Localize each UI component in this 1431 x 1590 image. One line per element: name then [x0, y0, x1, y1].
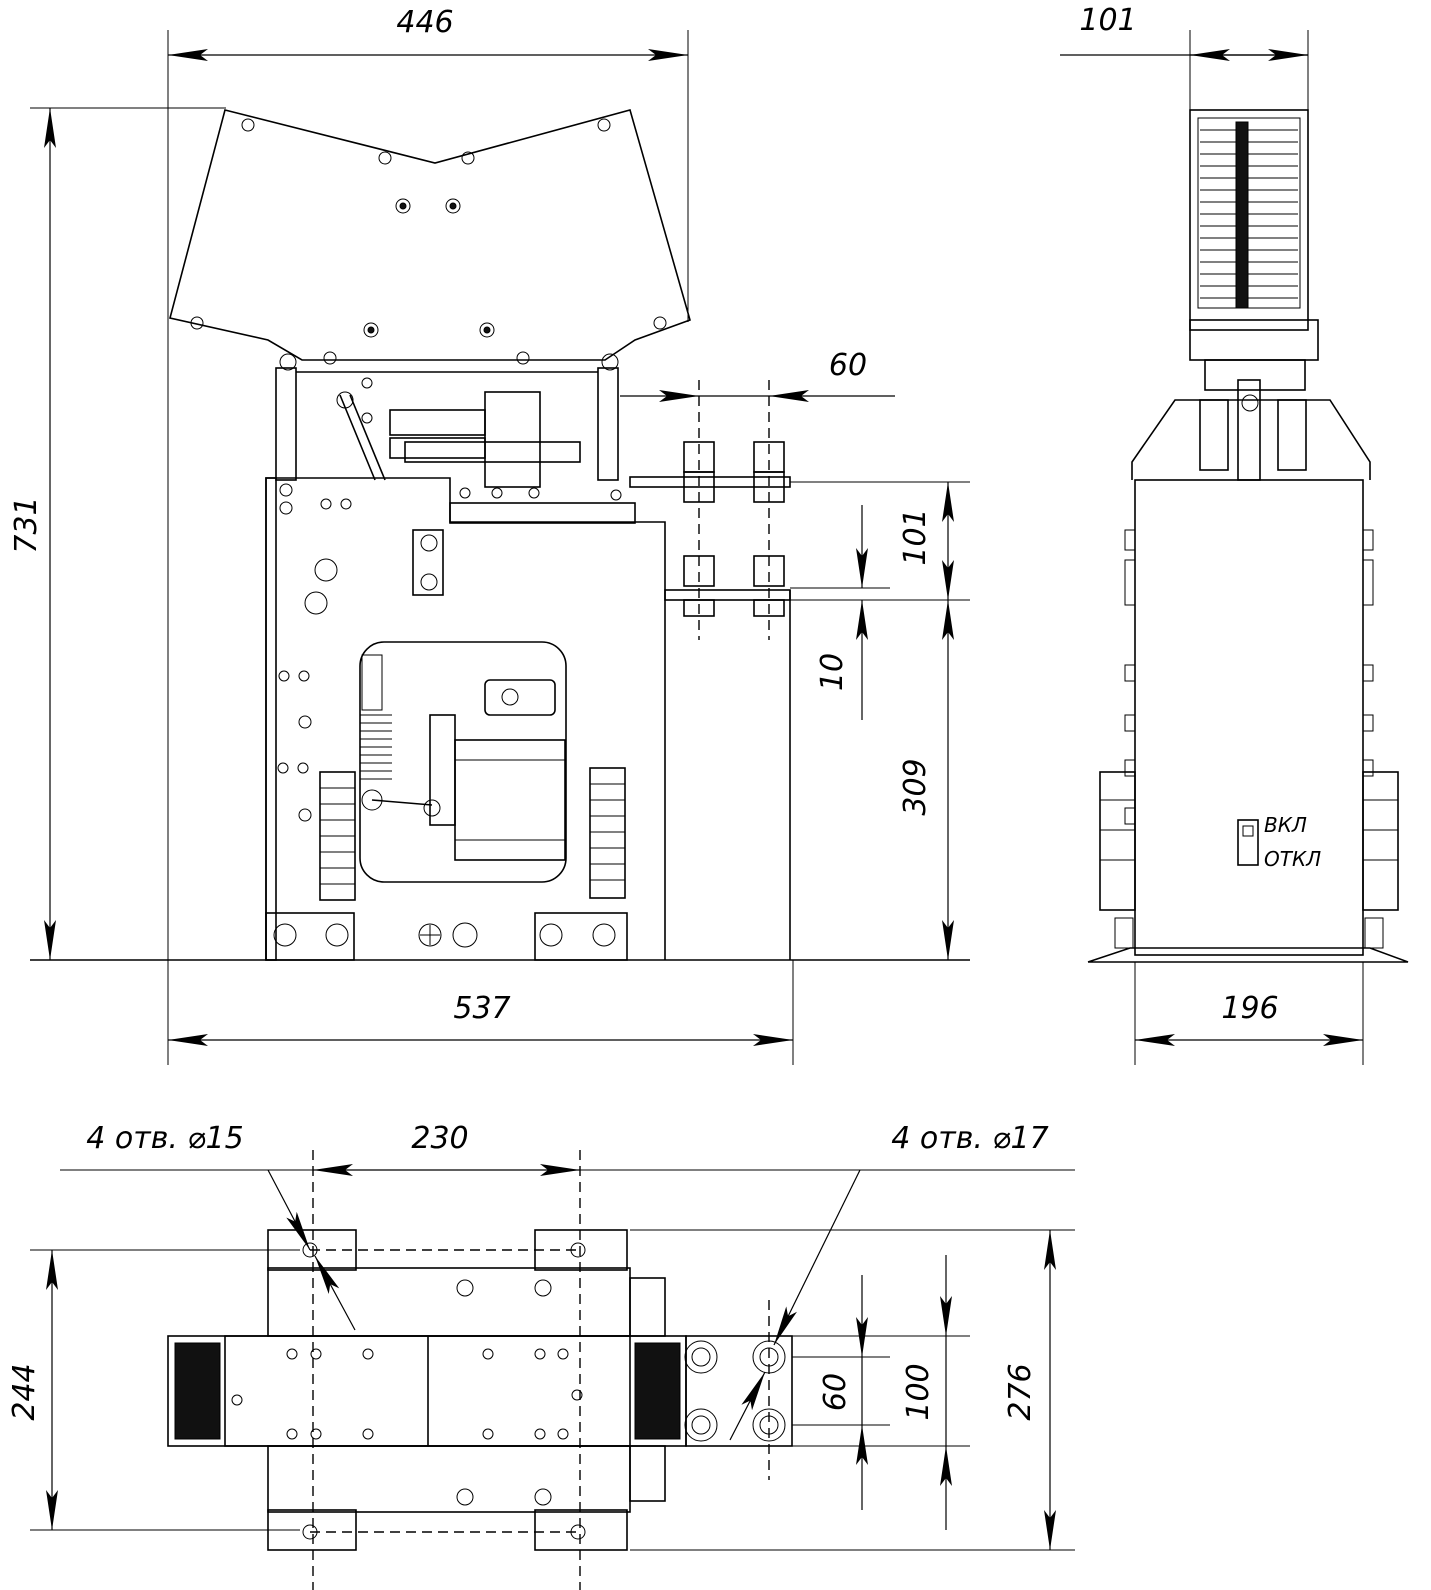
upper-assembly — [267, 1267, 631, 1337]
terminal-plate — [685, 1335, 793, 1447]
plan-terminals — [684, 1340, 786, 1442]
chute-fins — [1200, 121, 1298, 309]
dim-276: 276 — [1003, 1363, 1038, 1420]
plan-dimensions: 230 4 отв. ⌀15 4 отв. ⌀17 244 60 100 276 — [7, 1121, 1075, 1551]
left-bracket — [275, 367, 297, 481]
base-plate-right — [534, 912, 628, 961]
arc-plate-right — [634, 1342, 681, 1440]
switch-off-label: ОТКЛ — [1264, 847, 1321, 871]
plan-view — [167, 1150, 793, 1590]
dim-60-plan: 60 — [818, 1373, 853, 1411]
front-dimensions: 446 731 60 101 10 309 537 — [9, 5, 970, 1065]
base-plate-left — [265, 912, 355, 961]
arc-chute — [169, 109, 691, 361]
body-holes — [277, 483, 352, 822]
dim-100: 100 — [901, 1363, 936, 1420]
plan-body — [167, 1335, 687, 1447]
dim-196: 196 — [1221, 991, 1278, 1026]
dim-309: 309 — [898, 758, 933, 815]
coil — [454, 739, 566, 861]
side-terminal-right — [1362, 771, 1399, 911]
terminal-block-left — [319, 771, 356, 901]
side-terminal-left — [1099, 771, 1136, 911]
arc-chute-side — [1189, 109, 1309, 331]
dim-101-front: 101 — [898, 508, 933, 565]
contact-block — [484, 391, 541, 488]
busbar-upper — [629, 476, 791, 488]
dim-230: 230 — [411, 1121, 468, 1156]
dim-244: 244 — [7, 1363, 42, 1420]
dim-60-front: 60 — [829, 348, 867, 383]
arc-plate-left — [174, 1342, 221, 1440]
side-screws — [1124, 529, 1374, 825]
front-view — [30, 109, 970, 961]
dim-10: 10 — [815, 653, 850, 691]
on-off-switch — [1237, 819, 1259, 866]
dim-537: 537 — [453, 991, 510, 1026]
switch-on-label: ВКЛ — [1264, 813, 1307, 837]
chute-screws — [190, 118, 667, 371]
terminal-block-right — [589, 767, 626, 899]
busbar-lower — [664, 589, 791, 601]
main-body-side — [1134, 479, 1364, 956]
right-bracket — [597, 367, 619, 481]
side-dimensions: 101 196 — [1060, 3, 1364, 1065]
dim-731: 731 — [9, 496, 44, 553]
plan-holes — [231, 1242, 586, 1540]
dim-446: 446 — [396, 5, 453, 40]
side-view: ВКЛ ОТКЛ — [1087, 109, 1409, 963]
coil-window — [359, 641, 567, 883]
dim-101-side: 101 — [1079, 3, 1136, 38]
lower-assembly — [267, 1445, 631, 1513]
callout-holes-17: 4 отв. ⌀17 — [891, 1121, 1048, 1156]
main-body — [265, 477, 666, 960]
callout-holes-15: 4 отв. ⌀15 — [86, 1121, 243, 1156]
spring — [360, 654, 392, 780]
ground-screw — [418, 923, 442, 947]
